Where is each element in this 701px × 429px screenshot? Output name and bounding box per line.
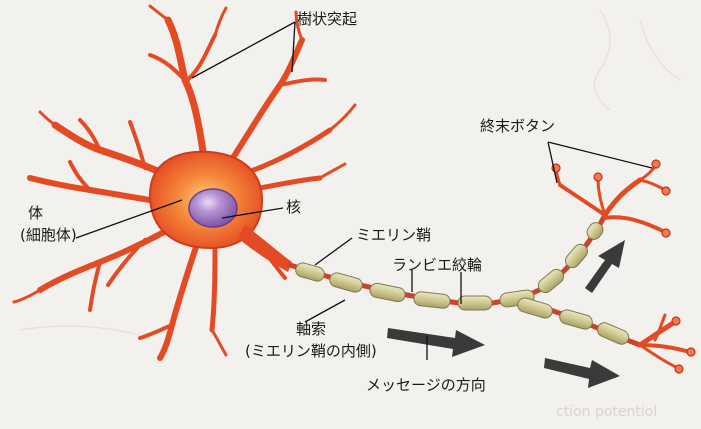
myelin-sheath (294, 220, 631, 346)
myelin-segment (516, 296, 554, 319)
label-terminal: 終末ボタン (480, 117, 555, 135)
myelin-segment (413, 291, 451, 309)
label-myelin: ミエリン鞘 (356, 226, 431, 244)
myelin-segment (595, 321, 631, 347)
arrow-upper (585, 240, 625, 293)
label-soma: 体 (28, 204, 43, 222)
myelin-segment (369, 282, 407, 303)
nucleus (189, 189, 237, 227)
label-node: ランビエ絞輪 (392, 256, 482, 274)
label-dendrites: 樹状突起 (297, 10, 357, 28)
label-direction: メッセージの方向 (366, 376, 486, 394)
background-bleed-text: ction potentiol (556, 404, 657, 420)
myelin-segment (458, 296, 492, 310)
arrow-middle (387, 328, 485, 357)
label-axon-sub: (ミエリン鞘の内側) (245, 342, 377, 360)
label-soma-alt: (細胞体) (20, 226, 77, 244)
label-axon: 軸索 (296, 320, 326, 338)
myelin-segment (294, 261, 326, 282)
myelin-segment (558, 308, 594, 330)
myelin-segment (328, 271, 364, 293)
label-nucleus: 核 (286, 198, 301, 216)
arrow-lower (544, 358, 620, 388)
